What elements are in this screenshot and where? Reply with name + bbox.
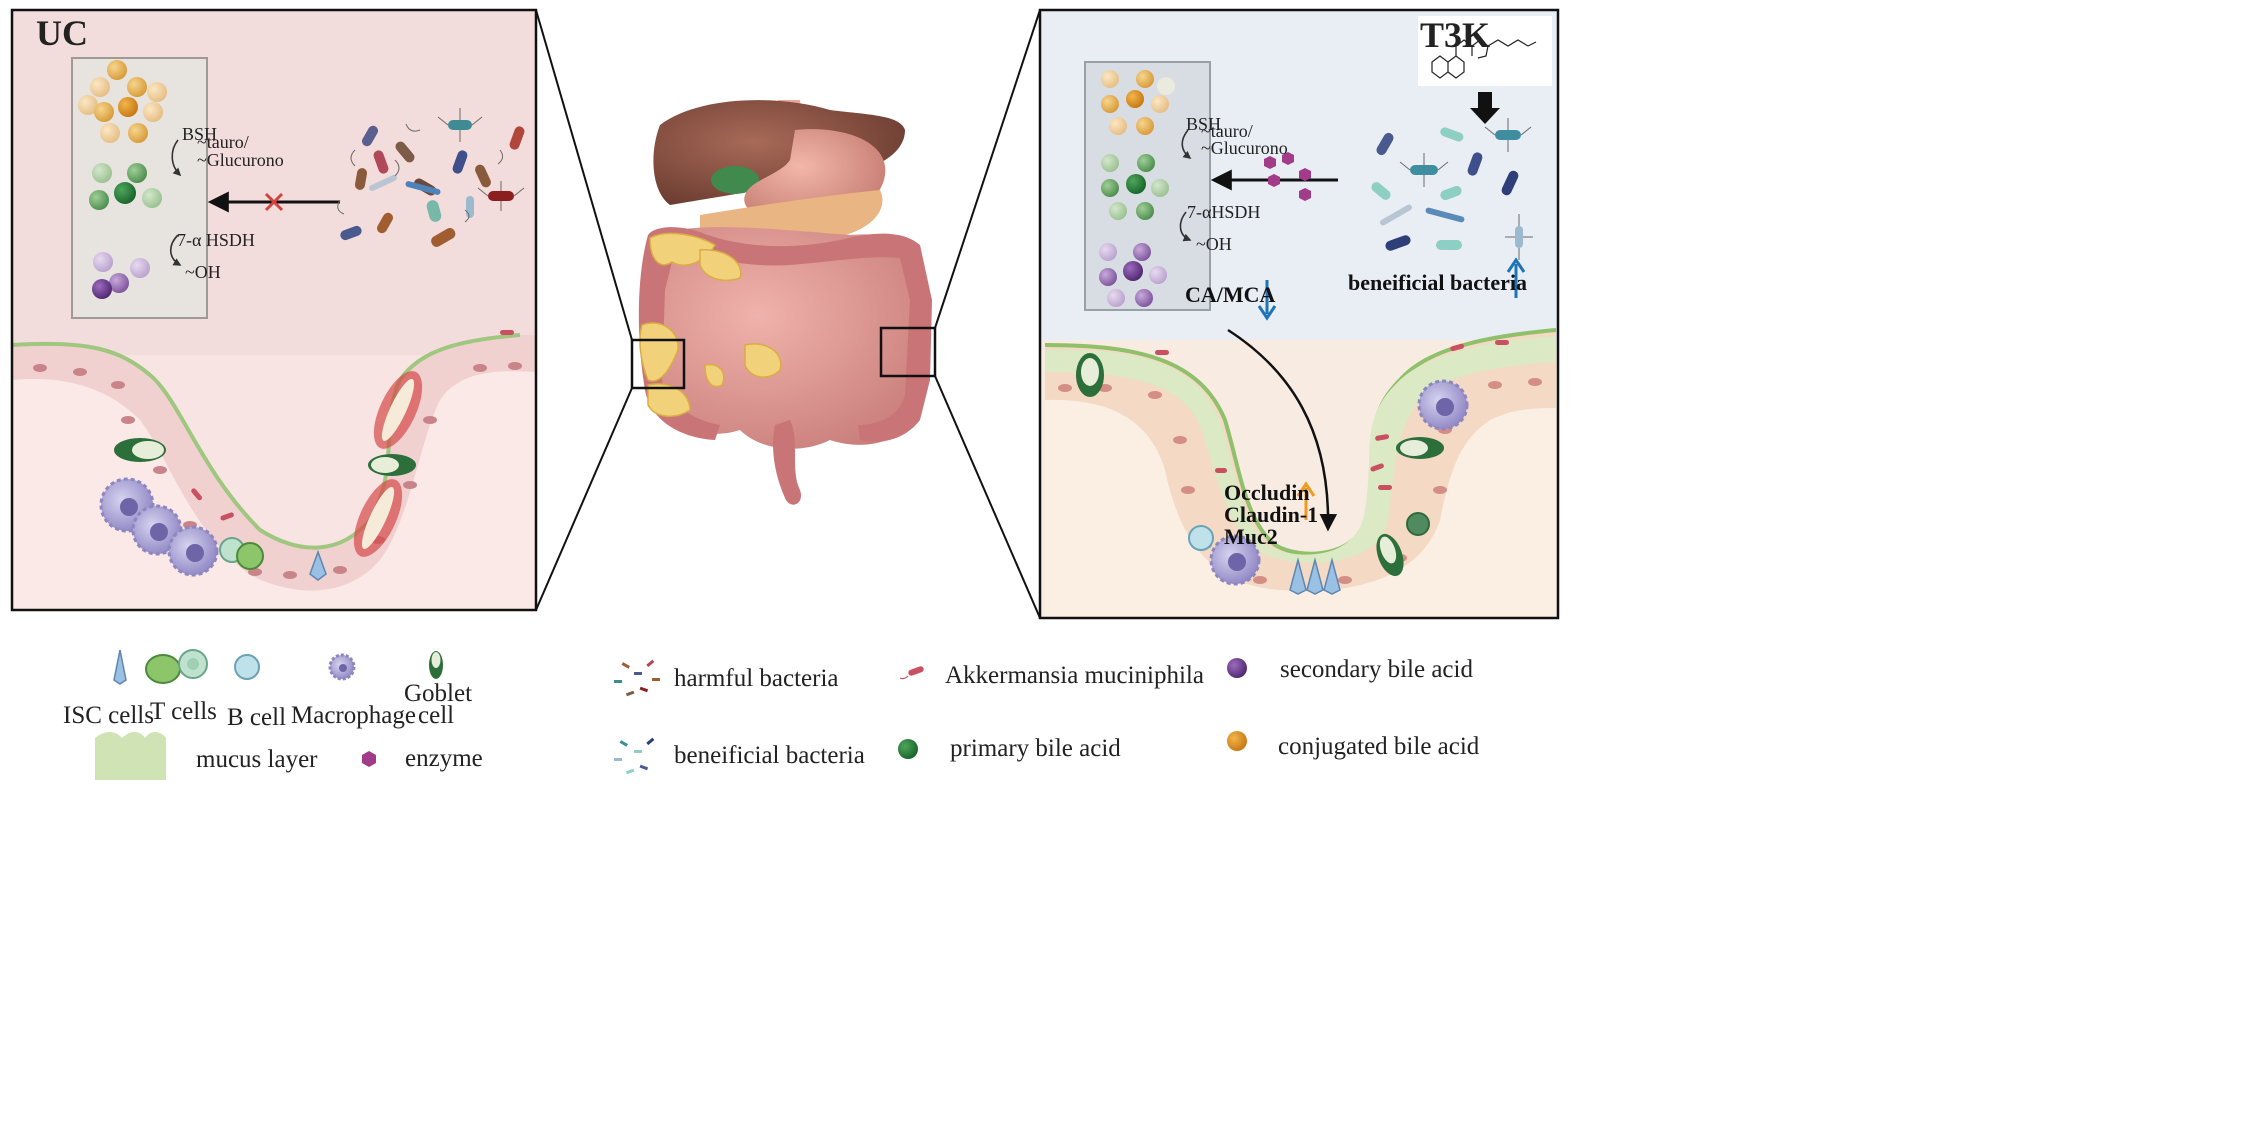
protein-muc2: Muc2 — [1224, 524, 1278, 549]
t3k-secondary-bile-acids — [1099, 243, 1167, 307]
beneficial-up-arrow — [1506, 257, 1526, 298]
tcells-legend-icon — [145, 649, 208, 684]
legend-akkermansia: Akkermansia muciniphila — [945, 662, 1204, 689]
mucus-legend-icon — [95, 732, 166, 780]
t3k-t-cell — [1406, 512, 1430, 536]
uc-tauro-label: ~tauro/ — [197, 132, 249, 152]
uc-secondary-bile-acids — [92, 252, 150, 299]
ca-mca-label: CA/MCA — [1185, 282, 1276, 307]
goblet-legend-icon — [429, 651, 443, 679]
beneficial-bacteria-label: beneificial bacteria — [1348, 270, 1528, 295]
t3k-enzymes — [1264, 152, 1311, 201]
legend-secondary: secondary bile acid — [1280, 656, 1473, 683]
t3k-beneficial-bacteria — [1371, 118, 1533, 260]
legend-icons — [95, 649, 1247, 780]
uc-panel-label: UC — [36, 13, 88, 53]
uc-bsh-label: BSH — [182, 124, 218, 144]
legend-harmful: harmful bacteria — [674, 665, 839, 692]
uc-ulcers — [353, 371, 423, 557]
uc-panel-border — [10, 8, 538, 612]
small-intestine — [643, 227, 931, 449]
t3k-zoom-box — [879, 326, 937, 378]
uc-oh-label: ~OH — [185, 262, 221, 282]
t3k-macrophages — [1209, 379, 1469, 586]
uc-isc-cell — [309, 549, 327, 581]
uc-macrophages — [99, 477, 219, 577]
protein-claudin: Claudin-1 — [1224, 502, 1319, 527]
t3k-structure — [1418, 16, 1552, 86]
t3k-tauro-label: ~tauro/ — [1201, 121, 1253, 141]
uc-glucurono-label: ~Glucurono — [197, 150, 284, 170]
legend-mucus: mucus layer — [196, 746, 318, 773]
beneficial-legend-icon — [614, 737, 655, 775]
uc-hsdh-label: 7-α HSDH — [177, 230, 255, 250]
uc-akkermansia — [191, 330, 514, 521]
uc-goblet-cells — [114, 438, 416, 476]
isc-legend-icon — [113, 649, 127, 685]
bcell-legend-icon — [234, 654, 260, 680]
ca-mca-down-arrow — [1257, 280, 1277, 321]
rectum — [773, 420, 802, 505]
t3k-akkermansia — [1155, 340, 1509, 490]
enzyme-legend-icon — [362, 751, 376, 767]
t3k-b-cell — [1188, 525, 1214, 551]
zoom-lines — [535, 9, 1041, 619]
proteins-up-arrow — [1296, 481, 1316, 520]
legend-macrophage: Macrophage — [291, 702, 416, 729]
t3k-panel — [1038, 8, 1560, 620]
uc-harmful-bacteria — [337, 108, 525, 247]
primary-legend-icon — [898, 739, 918, 759]
legend-goblet-line2: cell — [418, 702, 455, 729]
legend-isc: ISC cells — [63, 702, 154, 729]
uc-t-cells — [219, 537, 264, 570]
protein-occludin: Occludin — [1224, 480, 1310, 505]
t3k-primary-bile-acids — [1101, 154, 1169, 220]
macrophage-legend-icon — [328, 653, 356, 681]
t3k-arrow — [1470, 92, 1500, 124]
legend-tcells: T cells — [150, 698, 217, 725]
blocked-x-icon — [264, 192, 284, 212]
t3k-panel-label: T3K — [1420, 15, 1491, 55]
inflamed-patches — [639, 232, 782, 417]
t3k-conjugated-bile-acids — [1101, 70, 1175, 135]
t3k-glucurono-label: ~Glucurono — [1201, 138, 1288, 158]
t3k-oh-label: ~OH — [1196, 234, 1232, 254]
uc-panel — [10, 8, 538, 612]
uc-primary-bile-acids — [89, 163, 162, 210]
t3k-panel-border — [1038, 8, 1560, 620]
t3k-isc-cells — [1289, 557, 1341, 595]
uc-conjugated-bile-acids — [78, 60, 167, 143]
uc-zoom-box — [630, 338, 686, 390]
secondary-legend-icon — [1227, 658, 1247, 678]
legend-beneficial: beneificial bacteria — [674, 742, 865, 769]
gallbladder — [711, 166, 759, 194]
legend-primary: primary bile acid — [950, 735, 1121, 762]
t3k-goblet-cells — [1076, 353, 1444, 577]
legend-bcell: B cell — [227, 704, 287, 731]
legend-conjugated: conjugated bile acid — [1278, 733, 1480, 760]
digestive-tract-illustration — [630, 100, 937, 505]
conjugated-legend-icon — [1227, 731, 1247, 751]
t3k-hsdh-label: 7-αHSDH — [1187, 202, 1261, 222]
harmful-legend-icon — [614, 659, 660, 697]
t3k-bsh-label: BSH — [1186, 114, 1222, 134]
akkermansia-legend-icon — [899, 666, 924, 680]
t3k-flow-arrow — [1227, 328, 1338, 532]
legend-enzyme: enzyme — [405, 745, 483, 772]
legend-goblet-line1: Goblet — [404, 680, 473, 707]
